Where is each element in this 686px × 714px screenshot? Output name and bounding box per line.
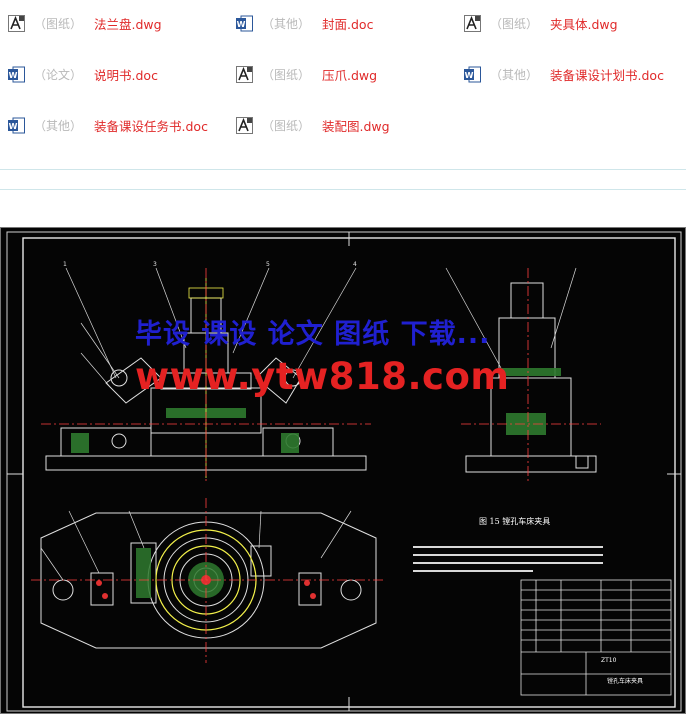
watermark-text: 毕设 课设 论文 图纸 下载...	[135, 319, 491, 350]
file-name-link[interactable]: 压爪.dwg	[322, 67, 378, 83]
file-item-clamp[interactable]: （图纸） 压爪.dwg	[236, 62, 377, 86]
file-category: （其他）	[490, 67, 539, 82]
file-item-fixture-body[interactable]: （图纸） 夹具体.dwg	[464, 11, 618, 35]
file-name-link[interactable]: 装备课设任务书.doc	[94, 118, 208, 134]
svg-text:W: W	[237, 20, 246, 29]
title-block-name: 镗孔车床夹具	[607, 678, 644, 685]
file-name-link[interactable]: 法兰盘.dwg	[94, 16, 162, 32]
file-category: （图纸）	[34, 16, 83, 31]
word-doc-icon: W	[236, 15, 253, 32]
file-item-cover[interactable]: W （其他） 封面.doc	[236, 11, 373, 35]
file-category: （图纸）	[262, 67, 311, 82]
file-name-link[interactable]: 封面.doc	[322, 16, 374, 32]
cad-drawing-canvas: 1 3 5 4	[6, 231, 682, 712]
svg-text:5: 5	[266, 261, 270, 268]
file-item-assembly[interactable]: （图纸） 装配图.dwg	[236, 113, 390, 137]
watermark-url: www.ytw818.com	[135, 355, 510, 398]
file-item-manual[interactable]: W （论文） 说明书.doc	[8, 62, 158, 86]
file-category: （其他）	[34, 118, 83, 133]
svg-text:W: W	[9, 71, 18, 80]
file-category: （论文）	[34, 67, 83, 82]
svg-text:1: 1	[63, 261, 67, 268]
dwg-file-icon	[8, 14, 25, 32]
file-name-link[interactable]: 说明书.doc	[94, 67, 158, 83]
drawing-caption: 图 15 镗孔车床夹具	[479, 517, 551, 526]
file-category: （图纸）	[262, 118, 311, 133]
divider	[0, 169, 686, 170]
svg-text:W: W	[9, 122, 18, 131]
file-item-design-plan[interactable]: W （其他） 装备课设计划书.doc	[464, 62, 664, 86]
svg-text:4: 4	[353, 261, 357, 268]
dwg-file-icon	[464, 14, 481, 32]
word-doc-icon: W	[8, 66, 25, 83]
cad-drawing-preview[interactable]: 1 3 5 4	[0, 227, 686, 714]
file-name-link[interactable]: 装备课设计划书.doc	[550, 67, 664, 83]
dwg-file-icon	[236, 116, 253, 134]
svg-text:3: 3	[153, 261, 157, 268]
attachment-file-list: （图纸） 法兰盘.dwg W （其他） 封面.doc （图纸） 夹具体.dwg …	[0, 0, 686, 160]
title-block-code: ZT10	[601, 657, 617, 664]
word-doc-icon: W	[464, 66, 481, 83]
word-doc-icon: W	[8, 117, 25, 134]
divider	[0, 189, 686, 190]
file-name-link[interactable]: 夹具体.dwg	[550, 16, 618, 32]
file-item-flange[interactable]: （图纸） 法兰盘.dwg	[8, 11, 162, 35]
file-item-task-book[interactable]: W （其他） 装备课设任务书.doc	[8, 113, 208, 137]
svg-text:W: W	[465, 71, 474, 80]
dwg-file-icon	[236, 65, 253, 83]
file-category: （其他）	[262, 16, 311, 31]
file-name-link[interactable]: 装配图.dwg	[322, 118, 390, 134]
file-category: （图纸）	[490, 16, 539, 31]
